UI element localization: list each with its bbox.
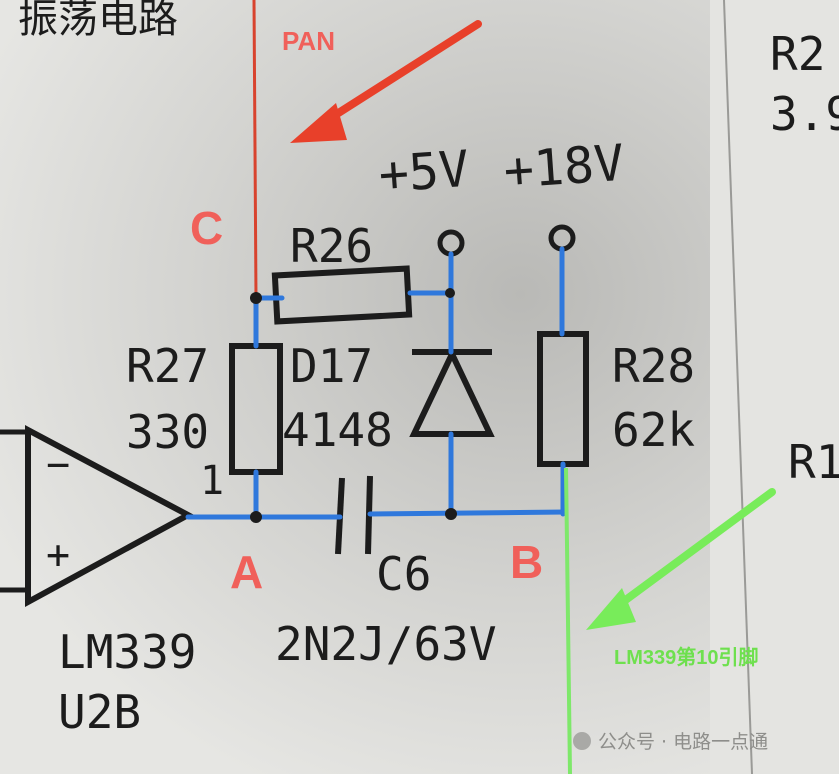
supply-18v-label: +18V (502, 134, 626, 200)
r27-label: R27 (126, 339, 209, 393)
c6-value: 2N2J/63V (275, 617, 497, 671)
paper-fold-line (723, 0, 753, 774)
point-c-label: C (190, 202, 223, 254)
opamp-name-label: LM339 (58, 625, 196, 679)
green-pin10-label: LM339第10引脚 (614, 645, 759, 669)
d17-value: 4148 (282, 403, 393, 457)
junction-c (250, 292, 262, 304)
paper-right-strip (710, 0, 839, 774)
point-a-label: A (230, 546, 263, 598)
green-arrow-shaft (608, 488, 776, 614)
right-edge-part-label: R1 (788, 435, 839, 489)
supply-5v-label: +5V (377, 140, 471, 204)
junction-diode-bottom (445, 508, 457, 520)
watermark-text: 公众号 · 电路一点通 (598, 731, 768, 753)
lm339-comparator (25, 425, 195, 608)
comparator-plus-sign: + (46, 532, 70, 578)
top-left-fragment-text: 振荡电路 (18, 0, 178, 42)
green-pin10-line (564, 467, 572, 774)
r26-label: R26 (290, 219, 373, 273)
blue-wires (185, 246, 569, 520)
junction-a (250, 511, 262, 523)
top-right-part-label: R2 (770, 27, 825, 81)
pan-red-line (252, 0, 258, 299)
wire-c6-to-b (367, 509, 569, 517)
red-arrow-head (290, 103, 347, 143)
d17-label: D17 (290, 339, 373, 393)
point-b-label: B (510, 536, 543, 588)
top-right-part-value: 3.9 (770, 87, 839, 141)
watermark-logo-icon (573, 732, 591, 750)
junction-r26-5v (445, 288, 455, 298)
comparator-minus-sign: − (46, 442, 70, 488)
r28-value: 62k (612, 403, 695, 457)
opamp-ref-label: U2B (58, 685, 141, 739)
pan-label: PAN (282, 26, 335, 56)
pin-number-1: 1 (200, 458, 224, 504)
c6-label: C6 (376, 547, 431, 601)
red-arrow-shaft (314, 20, 482, 130)
r27-value: 330 (126, 405, 209, 459)
green-arrow-head (586, 588, 636, 630)
r28-label: R28 (612, 339, 695, 393)
